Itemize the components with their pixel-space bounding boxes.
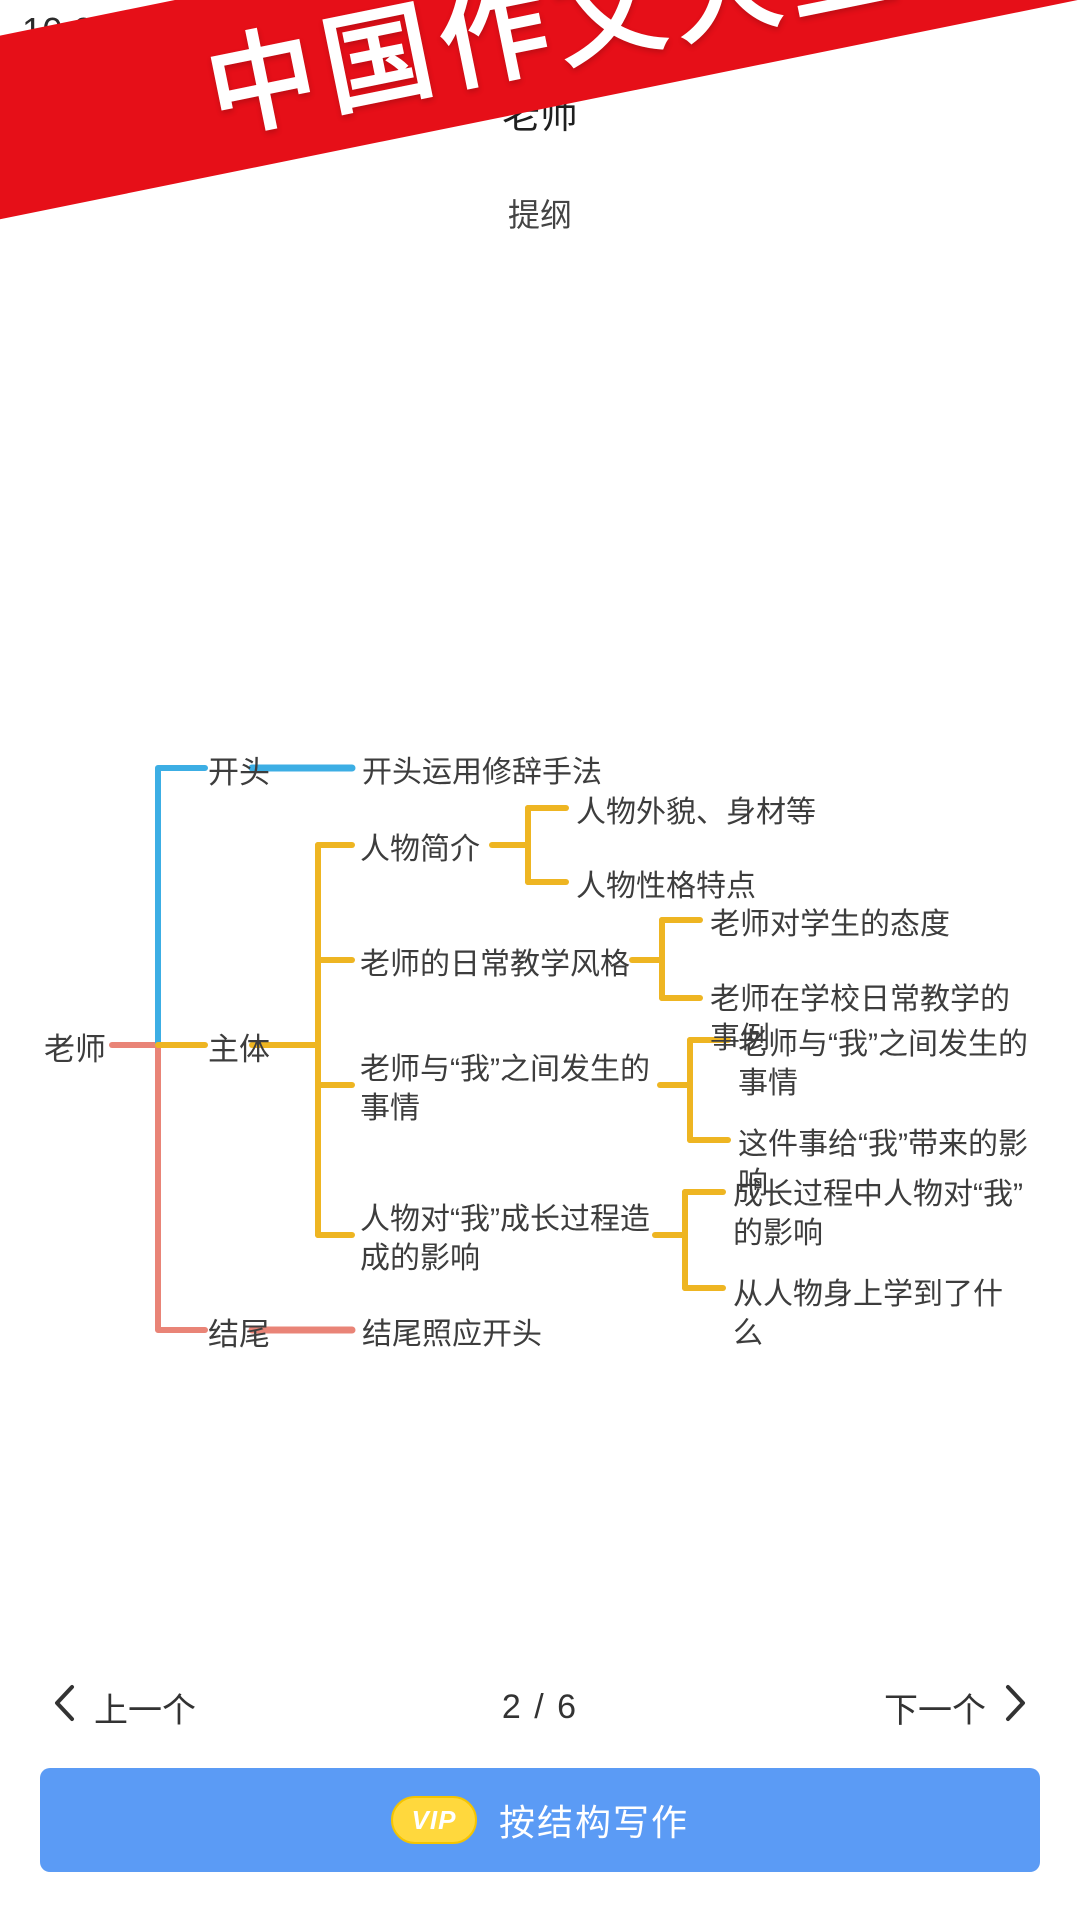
mindmap: 老师 开头 主体 结尾 开头运用修辞手法 结尾照应开头 人物简介 人物外貌、身材… [0, 640, 1080, 1420]
page-title: 老师 [501, 95, 578, 137]
mindmap-connectors [109, 764, 731, 1334]
mindmap-branch-kaitou[interactable]: 开头 [208, 755, 270, 790]
status-bar: 10:00 [0, 0, 1080, 62]
mute-icon [133, 15, 165, 47]
mindmap-root-node[interactable]: 老师 [44, 1032, 106, 1067]
next-button[interactable]: 下一个 [884, 1683, 1028, 1732]
status-time: 10:00 [22, 10, 115, 51]
mindmap-leaf-chengzhang-guocheng[interactable]: 成长过程中人物对“我”的影响 [733, 1178, 1023, 1250]
mindmap-node-renwu-jianjie[interactable]: 人物简介 [360, 833, 480, 866]
pager: 上一个 2 / 6 下一个 [0, 1672, 1080, 1742]
mindmap-branch-zhuti[interactable]: 主体 [208, 1032, 270, 1067]
mindmap-node-jiaoxue-fengge[interactable]: 老师的日常教学风格 [360, 948, 630, 981]
prev-button[interactable]: 上一个 [52, 1683, 196, 1732]
mindmap-leaf-yingxiang[interactable]: 这件事给“我”带来的影响 [738, 1128, 1028, 1200]
mindmap-leaf-taidu[interactable]: 老师对学生的态度 [710, 908, 950, 941]
mindmap-leaf-xingge[interactable]: 人物性格特点 [576, 870, 756, 903]
vip-badge: VIP [390, 1796, 477, 1844]
write-by-structure-label: 按结构写作 [498, 1802, 689, 1843]
mindmap-branch-jiewei[interactable]: 结尾 [208, 1317, 270, 1352]
write-by-structure-button[interactable]: VIP 按结构写作 [40, 1768, 1040, 1872]
mindmap-node-laoshi-wo-shiqing[interactable]: 老师与“我”之间发生的事情 [360, 1053, 650, 1125]
mindmap-leaf-fasheng-shiqing[interactable]: 老师与“我”之间发生的事情 [738, 1028, 1028, 1100]
prev-button-label: 上一个 [94, 1691, 196, 1730]
mindmap-leaf-kaitou-1[interactable]: 开头运用修辞手法 [362, 756, 602, 789]
page-counter: 2 / 6 [501, 1687, 579, 1726]
mindmap-node-chengzhang-yingxiang[interactable]: 人物对“我”成长过程造成的影响 [360, 1203, 650, 1275]
next-button-label: 下一个 [883, 1691, 986, 1730]
mindmap-leaf-shili[interactable]: 老师在学校日常教学的事例 [710, 983, 1010, 1055]
navigation-bar: 老师 [0, 62, 1080, 158]
page-subtitle: 提纲 [507, 197, 572, 233]
mindmap-leaf-xuedao-shenme[interactable]: 从人物身上学到了什么 [733, 1278, 1003, 1350]
mindmap-leaf-waimao[interactable]: 人物外貌、身材等 [576, 796, 816, 829]
chevron-right-icon [1002, 1683, 1028, 1732]
mindmap-leaf-jiewei-1[interactable]: 结尾照应开头 [362, 1318, 542, 1351]
chevron-left-icon [52, 1683, 78, 1732]
